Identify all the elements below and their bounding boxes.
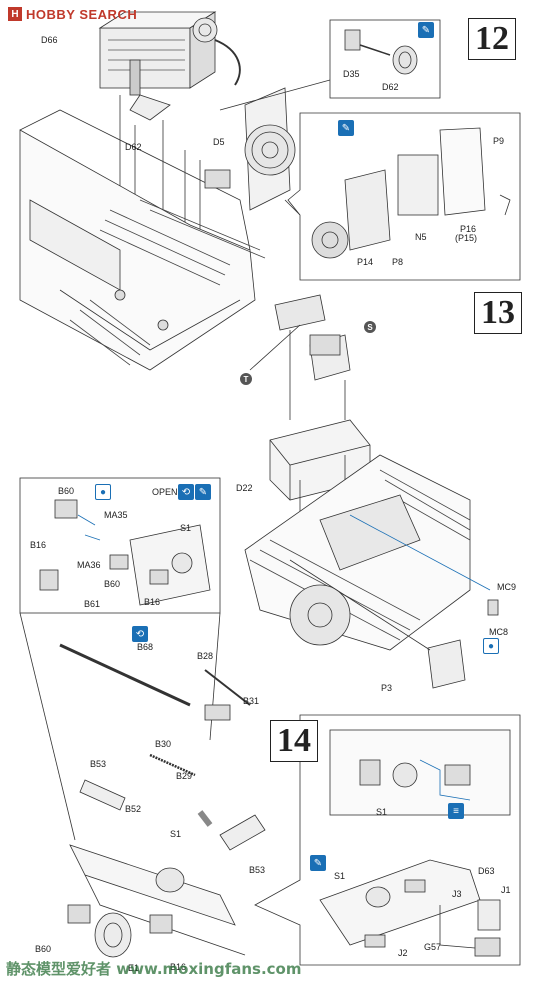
label-j3: J3 [452, 889, 462, 899]
label-d35: D35 [343, 69, 360, 79]
label-b16-inset: B16 [30, 540, 47, 550]
label-b29: B29 [176, 771, 193, 781]
paint-icon: ✎ [418, 22, 434, 38]
step-number-12: 12 [468, 18, 516, 60]
label-d66: D66 [41, 35, 58, 45]
hobby-search-logo-mark: H [8, 7, 22, 21]
label-p9: P9 [493, 136, 505, 146]
label-b16: B16 [170, 962, 187, 972]
fan-housing [244, 87, 296, 211]
hull-step12 [19, 109, 266, 371]
label-b53-right: B53 [249, 865, 266, 875]
marker-s: S [364, 321, 376, 333]
label-open: OPEN [152, 487, 178, 497]
label-mc9: MC9 [497, 582, 517, 592]
label-b52: B52 [125, 804, 142, 814]
label-s1-inset14: S1 [376, 807, 388, 817]
label-p8: P8 [392, 257, 404, 267]
open-icon: ⟲ [132, 626, 148, 642]
label-g57: G57 [424, 942, 442, 952]
label-b61: B61 [84, 599, 101, 609]
label-s1-inset14-b: S1 [334, 871, 346, 881]
glue-icon: ● [95, 484, 111, 500]
label-s1: S1 [170, 829, 182, 839]
cement-icon: ≡ [448, 803, 464, 819]
label-d62: D62 [125, 142, 142, 152]
hobby-search-logo-text: HOBBY SEARCH [26, 6, 138, 22]
label-p3: P3 [381, 683, 393, 693]
label-d22: D22 [236, 483, 253, 493]
engine-assembly [98, 11, 241, 121]
step-number-14: 14 [270, 720, 318, 762]
gun-parts [59, 643, 266, 851]
radiator-parts [274, 294, 351, 381]
label-p16: P16 [460, 224, 477, 234]
label-p15: (P15) [455, 233, 478, 243]
watermark: 静态模型爱好者 www.moxingfans.com [6, 960, 302, 978]
label-d63: D63 [478, 866, 495, 876]
label-d5: D5 [213, 137, 225, 147]
step-number-13: 13 [474, 292, 522, 334]
paint-icon: ✎ [338, 120, 354, 136]
label-b60-inset: B60 [58, 486, 75, 496]
label-n5: N5 [415, 232, 427, 242]
label-b68: B68 [137, 642, 154, 652]
label-mc8: MC8 [489, 627, 509, 637]
label-e1: E1 [128, 963, 140, 973]
hobby-search-logo: H HOBBY SEARCH [8, 6, 137, 22]
paint-icon: ✎ [195, 484, 211, 500]
label-p14: P14 [357, 257, 374, 267]
label-ma35: MA35 [104, 510, 128, 520]
hull-step13 [244, 454, 471, 651]
label-b31: B31 [243, 696, 260, 706]
label-b60-inset-2: B60 [104, 579, 121, 589]
label-d62-inset: D62 [382, 82, 399, 92]
label-ma36: MA36 [77, 560, 101, 570]
label-b60: B60 [35, 944, 52, 954]
paint-icon: ✎ [310, 855, 326, 871]
label-b16-inset-2: B16 [144, 597, 161, 607]
marker-t: T [240, 373, 252, 385]
label-j1: J1 [501, 885, 511, 895]
open-icon: ⟲ [178, 484, 194, 500]
glue-icon: ● [483, 638, 499, 654]
label-b30: B30 [155, 739, 172, 749]
label-b53: B53 [90, 759, 107, 769]
label-j2: J2 [398, 948, 408, 958]
label-s1-inset: S1 [180, 523, 192, 533]
label-b28: B28 [197, 651, 214, 661]
